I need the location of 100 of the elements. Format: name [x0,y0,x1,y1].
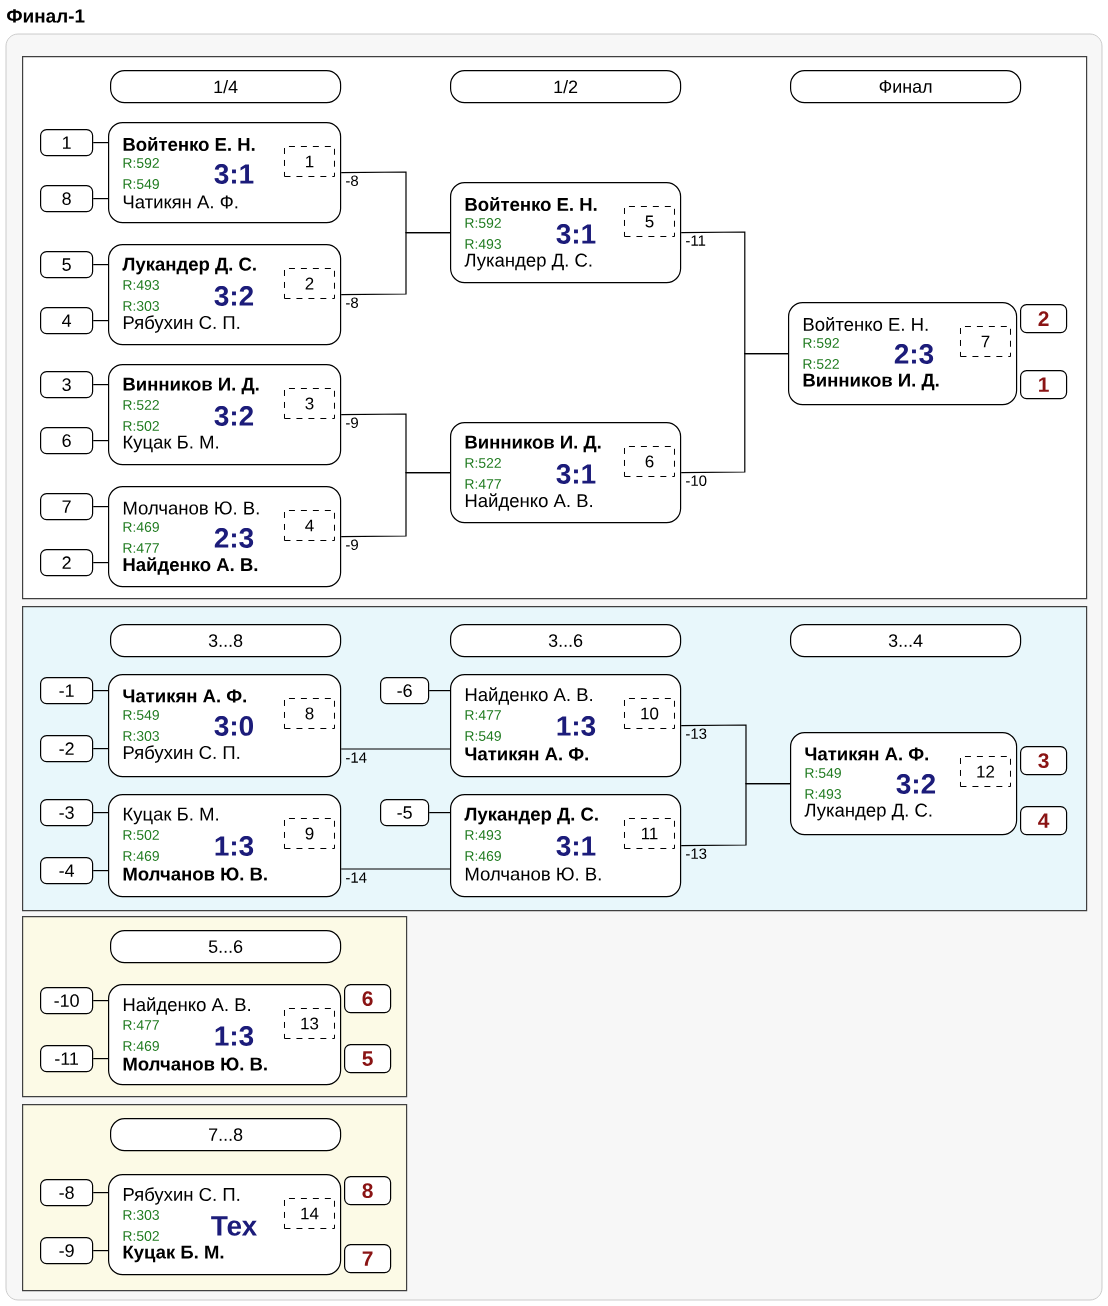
place-box: 8 [344,1176,392,1206]
player-name: Молчанов Ю. В. [123,867,267,881]
connector-line [92,142,109,144]
round-header: 3...4 [790,624,1022,658]
player-name: Чатикян А. Ф. [123,689,246,703]
match-box [788,302,1018,406]
score: Тех [211,1216,257,1236]
seed-box: 3 [40,371,94,399]
connector-line [92,440,109,442]
seed-box: 6 [40,427,94,455]
place-box: 6 [344,984,392,1014]
match-number-box: 13 [284,1008,335,1039]
match-number-box: 1 [284,146,335,177]
connector-line [340,472,451,538]
player-name: Лукандер Д. С. [464,253,592,271]
seed-box: 4 [40,307,94,335]
score: 3:2 [214,406,254,426]
score: 2:3 [894,344,934,364]
score: 3:1 [214,164,254,184]
seed-box: -5 [380,799,430,827]
seed-box: -9 [40,1237,94,1265]
seed-box: -6 [380,677,430,705]
player-name: Молчанов Ю. В. [123,1057,267,1071]
player-name: Винников И. Д. [803,373,939,391]
player-name: Чатикян А. Ф. [123,195,238,209]
match-box [108,364,342,466]
round-header: 1/2 [450,70,682,104]
connector-line [92,812,109,814]
match-number-box: 4 [284,510,335,541]
player-name: Лукандер Д. С. [464,807,598,825]
connector-line [680,783,791,847]
score: 1:3 [557,716,596,736]
player-name: Найденко А. В. [123,997,250,1015]
connector-line [92,264,109,266]
round-header: 7...8 [110,1118,342,1152]
connector-line [92,562,109,564]
seed-box: -2 [40,735,94,763]
round-header: 3...6 [450,624,682,658]
player-name: Куцак Б. М. [123,435,218,453]
connector-line [92,506,109,508]
place-box: 2 [1020,304,1068,334]
connector-line [92,1000,109,1002]
match-box [108,1174,342,1276]
seed-box: 2 [40,549,94,577]
score: 1:3 [215,1026,254,1046]
score: 3:1 [556,464,596,484]
player-name: Молчанов Ю. В. [465,867,601,881]
connector-line [92,748,109,750]
match-number-box: 8 [284,698,335,729]
player-name: Рябухин С. П. [123,1187,240,1205]
seed-box: -10 [40,987,94,1015]
connector-line [92,384,109,386]
match-box [108,486,342,588]
seed-box: 1 [40,129,94,157]
player-name: Куцак Б. М. [123,1245,224,1263]
player-name: Винников И. Д. [123,377,259,395]
score: 2:3 [214,528,254,548]
connector-line [92,1192,109,1194]
title: Финал-1 [7,9,85,23]
connector-line [340,748,451,750]
match-box [108,794,342,898]
connector-line [92,870,109,872]
round-header: 3...8 [110,624,342,658]
player-name: Найденко А. В. [465,687,592,705]
player-name: Войтенко Е. Н. [803,317,928,331]
match-number-box: 5 [624,206,675,237]
player-name: Найденко А. В. [123,557,258,575]
seed-box: 5 [40,251,94,279]
player-name: Войтенко Е. Н. [123,137,255,151]
player-name: Куцак Б. М. [123,807,218,825]
connector-line [92,1058,109,1060]
match-number-box: 10 [624,698,675,729]
match-box [450,794,682,898]
place-box: 3 [1020,746,1068,776]
match-number-box: 12 [960,756,1011,787]
match-number-box: 6 [624,446,675,477]
connector-line [92,1250,109,1252]
player-name: Войтенко Е. Н. [465,197,597,211]
match-number-box: 14 [284,1198,335,1229]
match-box [108,244,342,346]
seed-box: 7 [40,493,94,521]
round-header: 5...6 [110,930,342,964]
seed-box: -3 [40,799,94,827]
seed-box: -1 [40,677,94,705]
place-box: 7 [344,1244,392,1274]
connector-line [92,198,109,200]
player-name: Найденко А. В. [465,493,592,511]
match-number-box: 7 [960,326,1011,357]
player-name: Лукандер Д. С. [804,803,932,821]
player-name: Рябухин С. П. [123,745,240,763]
player-name: Лукандер Д. С. [122,257,256,275]
player-name: Рябухин С. П. [123,315,240,333]
seed-box: 8 [40,185,94,213]
connector-line [428,812,451,814]
match-box [108,122,342,224]
seed-box: -8 [40,1179,94,1207]
score: 1:3 [215,836,254,856]
connector-line [428,690,451,692]
seed-box: -11 [40,1045,94,1073]
score: 3:2 [896,774,936,794]
